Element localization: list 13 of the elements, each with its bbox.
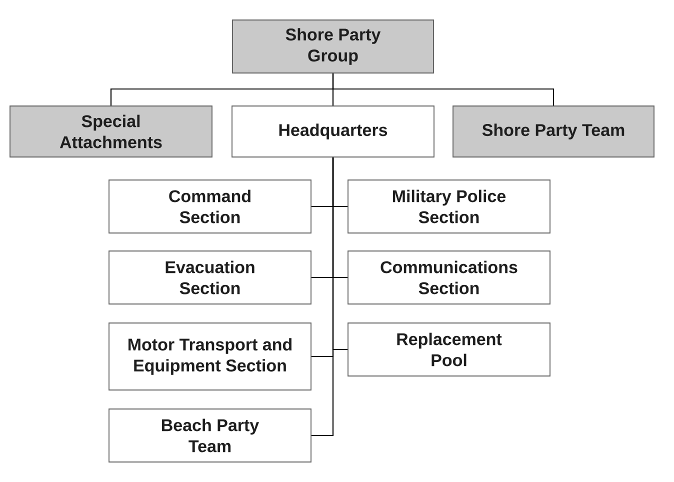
org-box: Special Attachments — [10, 106, 212, 158]
org-box: Headquarters — [232, 106, 434, 158]
org-box: Communications Section — [348, 250, 550, 304]
org-box: Evacuation Section — [108, 250, 312, 304]
org-box: Replacement Pool — [348, 322, 550, 376]
org-box: Shore Party Team — [452, 106, 654, 158]
org-box: Command Section — [108, 180, 312, 234]
connector-line — [311, 157, 334, 436]
org-box: Shore Party Group — [232, 20, 434, 74]
org-box: Military Police Section — [348, 180, 550, 234]
org-box: Motor Transport and Equipment Section — [108, 322, 312, 390]
connector-line — [332, 73, 554, 106]
org-box: Beach Party Team — [108, 408, 312, 462]
